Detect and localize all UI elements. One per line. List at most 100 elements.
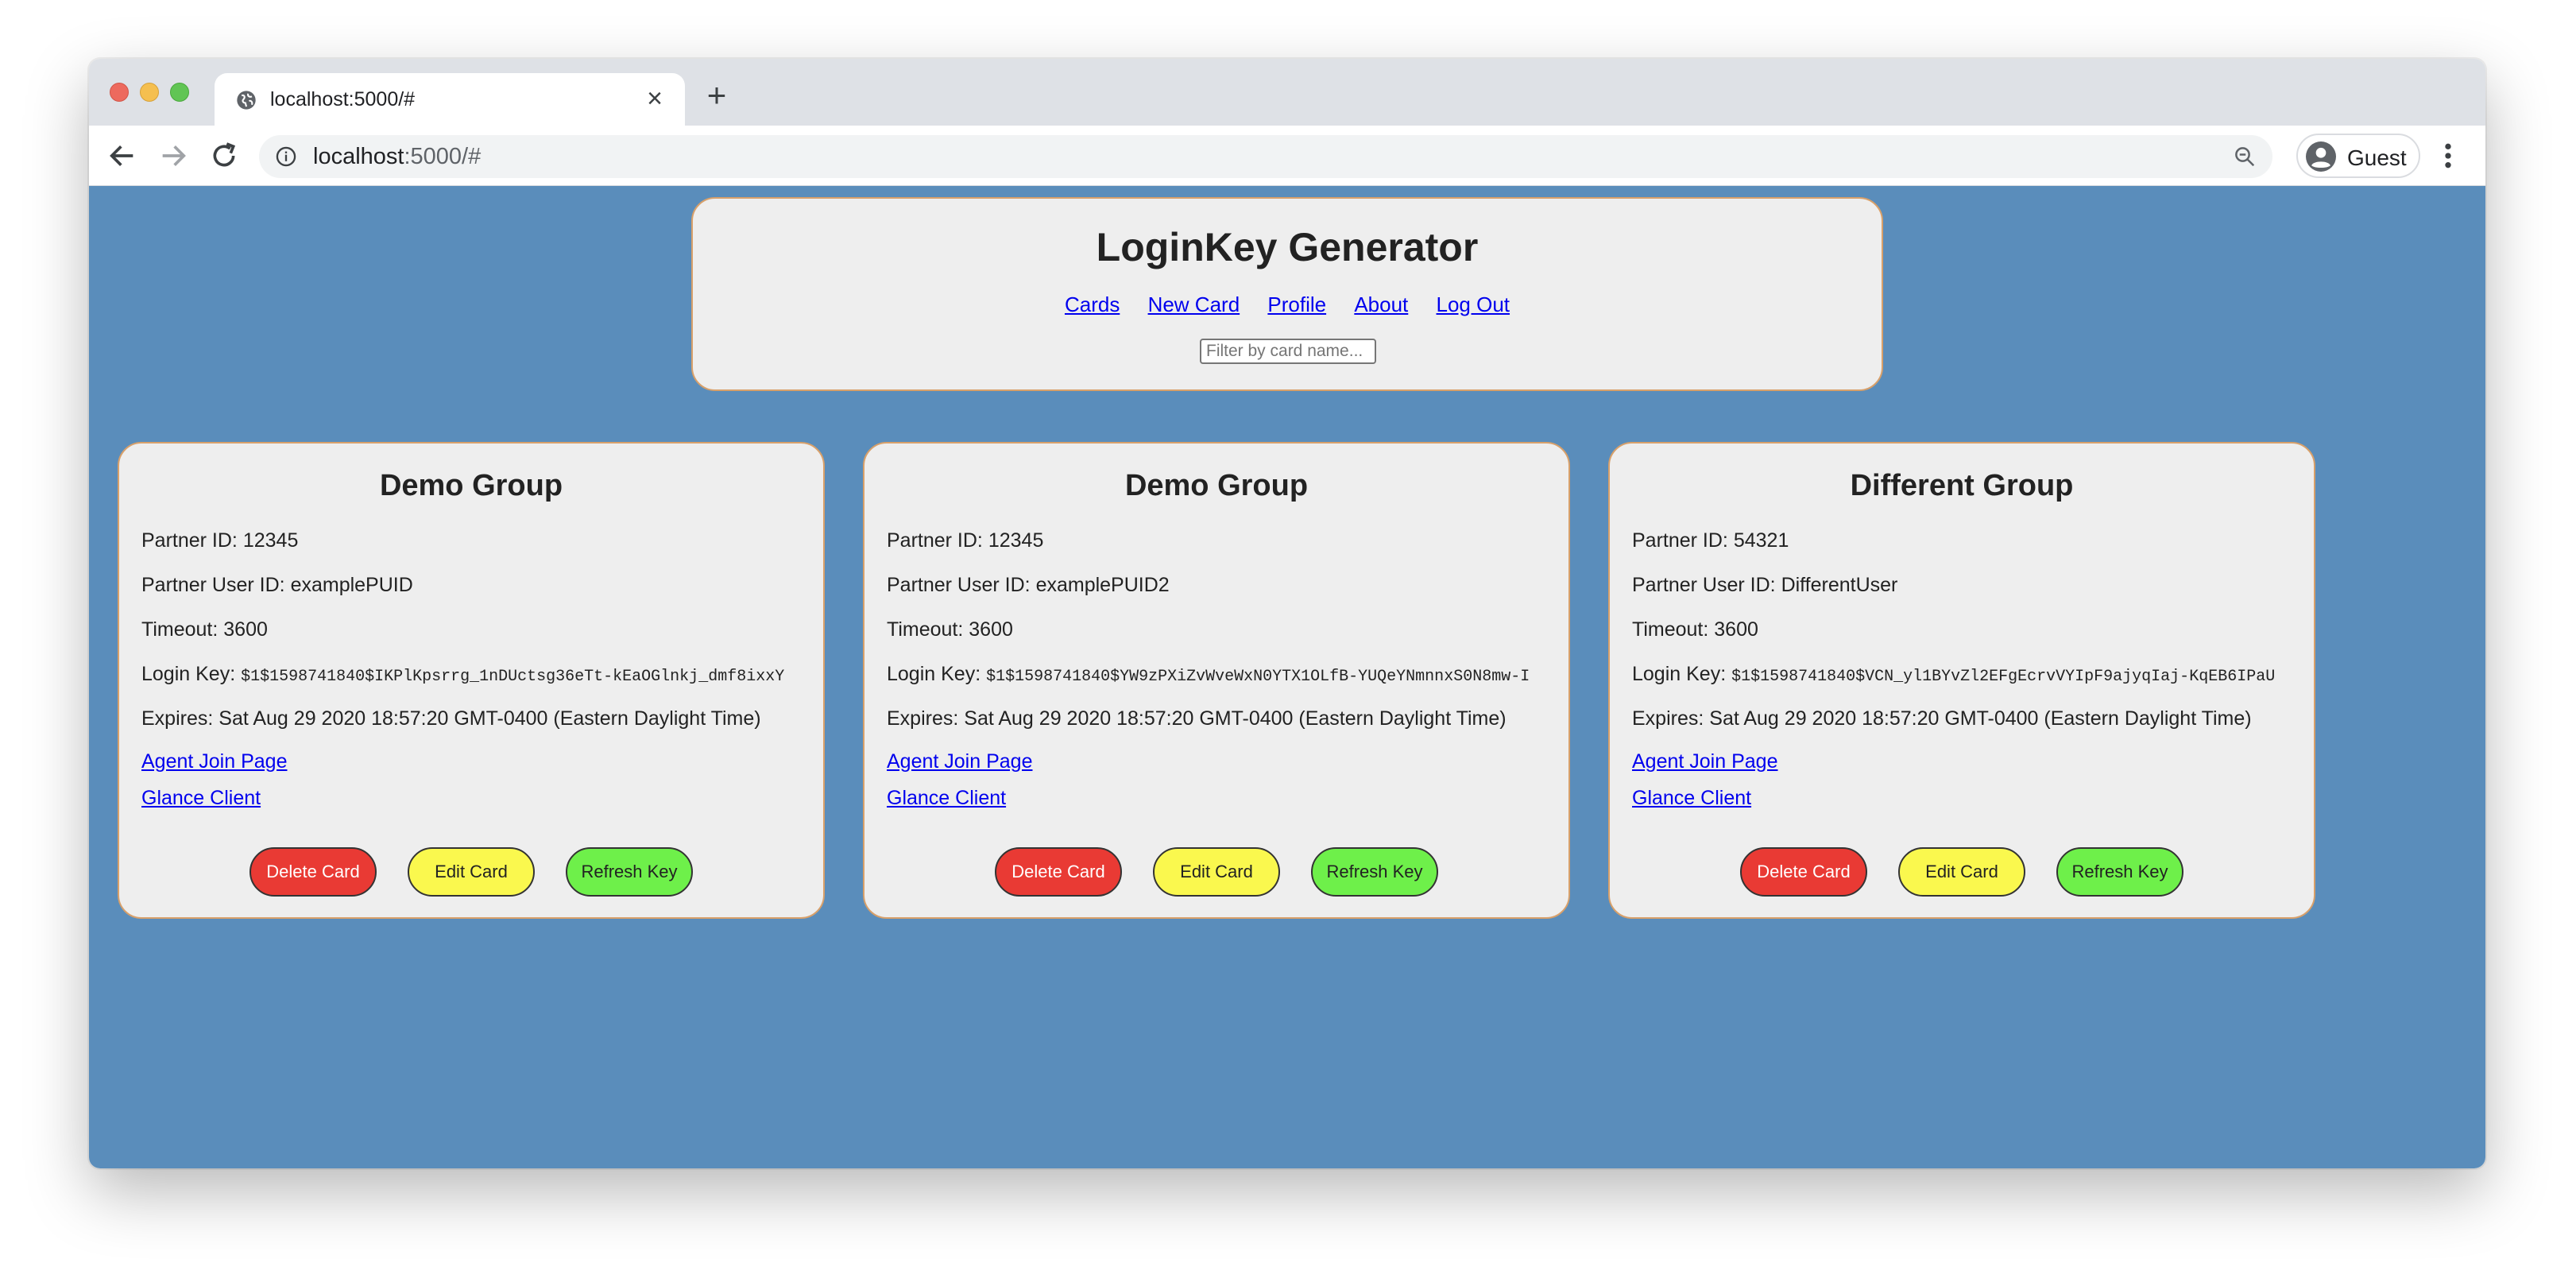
agent-join-page-link[interactable]: Agent Join Page: [141, 750, 288, 773]
partner-id-label: Partner ID:: [887, 529, 983, 552]
forward-arrow-icon[interactable]: [157, 140, 189, 172]
expires-label: Expires:: [887, 707, 959, 730]
browser-tab[interactable]: localhost:5000/# ×: [215, 73, 685, 126]
refresh-key-button[interactable]: Refresh Key: [1311, 847, 1438, 897]
address-bar[interactable]: localhost:5000/#: [259, 135, 2272, 178]
delete-card-button[interactable]: Delete Card: [1740, 847, 1867, 897]
tab-close-icon[interactable]: ×: [647, 83, 663, 114]
login-key-label: Login Key:: [141, 663, 236, 685]
partner-user-id-field: Partner User ID: examplePUID2: [887, 574, 1170, 597]
browser-titlebar: localhost:5000/# × +: [89, 59, 2485, 126]
globe-icon: [237, 91, 256, 110]
partner-user-id-value: DifferentUser: [1781, 574, 1898, 596]
url-path: :5000/#: [404, 144, 482, 169]
card: Different Group Partner ID: 54321 Partne…: [1608, 442, 2315, 919]
info-icon[interactable]: [275, 145, 297, 168]
login-key-field: Login Key: $1$1598741840$IKPlKpsrrg_1nDU…: [141, 663, 784, 686]
login-key-label: Login Key:: [1632, 663, 1727, 685]
partner-id-value: 12345: [242, 529, 299, 552]
card: Demo Group Partner ID: 12345 Partner Use…: [118, 442, 825, 919]
partner-id-label: Partner ID:: [1632, 529, 1728, 552]
main-nav: Cards New Card Profile About Log Out: [693, 292, 1882, 317]
card-title: Different Group: [1850, 469, 2074, 502]
partner-id-value: 12345: [988, 529, 1044, 552]
timeout-value: 3600: [969, 618, 1013, 641]
login-key-field: Login Key: $1$1598741840$YW9zPXiZvWveWxN…: [887, 663, 1530, 686]
agent-join-page-link[interactable]: Agent Join Page: [887, 750, 1033, 773]
refresh-key-button[interactable]: Refresh Key: [2056, 847, 2183, 897]
expires-label: Expires:: [1632, 707, 1704, 730]
timeout-value: 3600: [1714, 618, 1758, 641]
expires-value: Sat Aug 29 2020 18:57:20 GMT-0400 (Easte…: [219, 707, 761, 730]
partner-user-id-field: Partner User ID: DifferentUser: [1632, 574, 1897, 597]
expires-label: Expires:: [141, 707, 214, 730]
glance-client-link[interactable]: Glance Client: [887, 787, 1007, 809]
window-close-button[interactable]: [110, 83, 129, 102]
refresh-key-button[interactable]: Refresh Key: [566, 847, 693, 897]
edit-card-button[interactable]: Edit Card: [1898, 847, 2025, 897]
reload-icon[interactable]: [208, 140, 240, 172]
nav-link-about[interactable]: About: [1354, 292, 1409, 316]
window-maximize-button[interactable]: [170, 83, 189, 102]
partner-user-id-label: Partner User ID:: [141, 574, 285, 596]
nav-link-log-out[interactable]: Log Out: [1436, 292, 1510, 316]
login-key-field: Login Key: $1$1598741840$VCN_yl1BYvZl2EF…: [1632, 663, 2275, 686]
delete-card-button[interactable]: Delete Card: [995, 847, 1122, 897]
nav-link-cards[interactable]: Cards: [1064, 292, 1120, 316]
partner-id-field: Partner ID: 54321: [1632, 529, 1789, 552]
window-minimize-button[interactable]: [140, 83, 159, 102]
partner-id-label: Partner ID:: [141, 529, 238, 552]
filter-input[interactable]: [1200, 339, 1376, 364]
header-panel: LoginKey Generator Cards New Card Profil…: [691, 197, 1883, 391]
timeout-value: 3600: [223, 618, 268, 641]
url-host: localhost: [313, 144, 404, 169]
edit-card-button[interactable]: Edit Card: [1153, 847, 1280, 897]
partner-id-value: 54321: [1733, 529, 1789, 552]
partner-user-id-label: Partner User ID:: [1632, 574, 1776, 596]
glance-client-link[interactable]: Glance Client: [1632, 787, 1752, 809]
expires-value: Sat Aug 29 2020 18:57:20 GMT-0400 (Easte…: [964, 707, 1507, 730]
new-tab-button[interactable]: +: [706, 76, 727, 114]
partner-user-id-field: Partner User ID: examplePUID: [141, 574, 413, 597]
zoom-icon[interactable]: [2233, 145, 2257, 168]
back-arrow-icon[interactable]: [106, 140, 138, 172]
kebab-menu-icon[interactable]: [2436, 140, 2460, 172]
timeout-label: Timeout:: [141, 618, 219, 641]
page-viewport: LoginKey Generator Cards New Card Profil…: [89, 186, 2485, 1168]
edit-card-button[interactable]: Edit Card: [408, 847, 535, 897]
timeout-field: Timeout: 3600: [1632, 618, 1758, 641]
nav-link-profile[interactable]: Profile: [1267, 292, 1327, 316]
timeout-label: Timeout:: [1632, 618, 1709, 641]
login-key-value: $1$1598741840$IKPlKpsrrg_1nDUctsg36eTt-k…: [241, 668, 785, 686]
browser-toolbar: localhost:5000/# Guest: [89, 126, 2485, 186]
expires-field: Expires: Sat Aug 29 2020 18:57:20 GMT-04…: [887, 707, 1507, 730]
profile-button[interactable]: Guest: [2296, 134, 2420, 178]
expires-value: Sat Aug 29 2020 18:57:20 GMT-0400 (Easte…: [1709, 707, 2252, 730]
card-title: Demo Group: [379, 469, 563, 502]
login-key-value: $1$1598741840$YW9zPXiZvWveWxN0YTX1OLfB-Y…: [986, 668, 1530, 686]
browser-window: localhost:5000/# × + localhost:5000/#: [89, 59, 2485, 1168]
expires-field: Expires: Sat Aug 29 2020 18:57:20 GMT-04…: [141, 707, 761, 730]
avatar-icon: [2306, 141, 2336, 172]
glance-client-link[interactable]: Glance Client: [141, 787, 261, 809]
partner-id-field: Partner ID: 12345: [887, 529, 1043, 552]
timeout-label: Timeout:: [887, 618, 964, 641]
agent-join-page-link[interactable]: Agent Join Page: [1632, 750, 1778, 773]
timeout-field: Timeout: 3600: [141, 618, 268, 641]
expires-field: Expires: Sat Aug 29 2020 18:57:20 GMT-04…: [1632, 707, 2252, 730]
card: Demo Group Partner ID: 12345 Partner Use…: [863, 442, 1570, 919]
delete-card-button[interactable]: Delete Card: [249, 847, 377, 897]
card-title: Demo Group: [1124, 469, 1309, 502]
app-title: LoginKey Generator: [1096, 225, 1479, 269]
partner-id-field: Partner ID: 12345: [141, 529, 298, 552]
nav-link-new-card[interactable]: New Card: [1147, 292, 1240, 316]
login-key-value: $1$1598741840$VCN_yl1BYvZl2EFgEcrvVYIpF9…: [1731, 668, 2276, 686]
login-key-label: Login Key:: [887, 663, 981, 685]
profile-name: Guest: [2347, 145, 2407, 170]
url-text: localhost:5000/#: [313, 144, 481, 170]
tab-title: localhost:5000/#: [270, 88, 416, 110]
partner-user-id-value: examplePUID: [290, 574, 413, 596]
partner-user-id-value: examplePUID2: [1035, 574, 1170, 596]
partner-user-id-label: Partner User ID:: [887, 574, 1031, 596]
timeout-field: Timeout: 3600: [887, 618, 1013, 641]
